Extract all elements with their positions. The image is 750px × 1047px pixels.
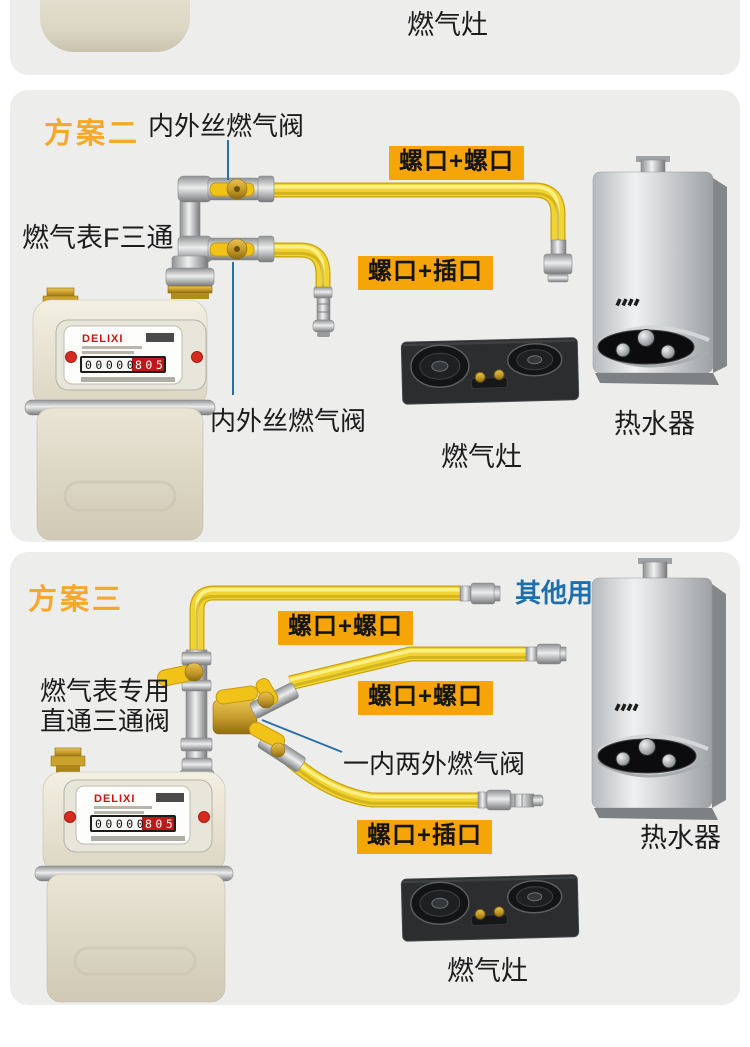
gas-stove-icon	[400, 874, 580, 942]
meter-valve-label-line2: 直通三通阀	[40, 706, 171, 736]
meter-brand: DELIXI	[82, 333, 123, 345]
gas-valve-lower	[207, 235, 275, 263]
tag-screw-screw-mid: 螺口+螺口	[358, 681, 494, 715]
burner-left	[410, 881, 470, 926]
meter-brand: DELIXI	[94, 793, 135, 805]
panel-plan3: DELIXI 00000 805 方案三 其他用 螺口+螺口 螺口+螺口 螺口+…	[10, 552, 740, 1005]
plan2-title: 方案二	[44, 118, 141, 150]
valve-label-top: 内外丝燃气阀	[148, 111, 305, 141]
meter-red-dot	[64, 811, 76, 823]
stove-label: 燃气灶	[447, 956, 528, 986]
stove-label: 燃气灶	[407, 10, 488, 40]
gas-valve-upper	[207, 175, 275, 203]
vent-marks	[614, 703, 639, 712]
water-heater-icon	[592, 156, 727, 385]
meter-red-dot	[198, 811, 210, 823]
tag-screw-plug: 螺口+插口	[358, 256, 494, 290]
meter-tee-label: 燃气表F三通	[22, 223, 174, 253]
other-use-label: 其他用	[515, 578, 594, 608]
burner-left	[410, 344, 470, 389]
vent-marks	[615, 298, 640, 307]
meter-red-dot	[65, 351, 77, 363]
gas-meter-bottom-partial	[40, 0, 190, 52]
meter-valve-label: 燃气表专用 直通三通阀	[40, 676, 170, 736]
heater-label: 热水器	[614, 409, 695, 439]
hose-screw-screw	[272, 182, 573, 283]
meter-red-dot	[191, 351, 203, 363]
plan3-title: 方案三	[28, 584, 125, 616]
hose-other-use	[189, 582, 501, 660]
branch-valve-lower	[248, 721, 306, 772]
stove-label: 燃气灶	[441, 442, 522, 472]
panel-plan2: DELIXI 00000 805 方案二 内外丝燃气阀 燃气表F三通 螺口+螺口…	[10, 90, 740, 542]
heater-label: 热水器	[640, 823, 721, 853]
meter-counter-black: 00000	[85, 358, 137, 372]
meter-counter-black: 00000	[95, 817, 147, 831]
water-heater-icon	[591, 558, 726, 820]
burner-right	[506, 343, 563, 377]
branch-valve-upper	[215, 678, 299, 719]
hose-screw-plug	[272, 242, 335, 337]
valve-label-bottom: 内外丝燃气阀	[210, 406, 367, 436]
meter-counter-red: 805	[135, 358, 166, 372]
gas-meter-icon: DELIXI 00000 805	[24, 255, 216, 541]
tag-screw-plug: 螺口+插口	[357, 820, 493, 854]
plan3-diagram: DELIXI 00000 805	[34, 558, 726, 1003]
pointer-line-branch-valve	[261, 719, 343, 753]
hose-screw-screw-mid	[288, 643, 567, 691]
meter-barcode	[146, 333, 174, 342]
meter-barcode	[156, 793, 184, 802]
gas-meter-icon: DELIXI 00000 805	[34, 747, 234, 1003]
panel-plan1-partial: 燃气灶	[10, 0, 740, 75]
branch-valve-label: 一内两外燃气阀	[343, 749, 526, 779]
meter-valve-label-line1: 燃气表专用	[40, 676, 171, 706]
meter-counter-red: 805	[145, 817, 176, 831]
gas-stove-icon	[400, 337, 580, 405]
straight-tee-valve	[157, 649, 258, 765]
burner-right	[506, 880, 563, 914]
tag-screw-screw: 螺口+螺口	[389, 146, 525, 180]
plan2-diagram: DELIXI 00000 805	[24, 140, 727, 541]
tag-screw-screw-top: 螺口+螺口	[278, 611, 414, 645]
